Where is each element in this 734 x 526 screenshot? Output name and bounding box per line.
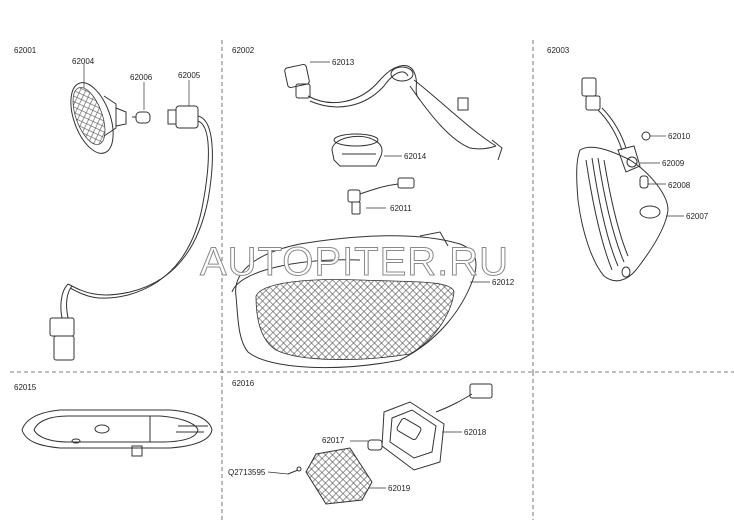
screw-Q2713595-drawing <box>267 466 302 475</box>
side-marker-lamp-drawing <box>70 82 127 154</box>
clip-62010-drawing <box>641 131 666 141</box>
part-label-62014: 62014 <box>404 152 427 161</box>
bulb-socket-62009-drawing <box>617 145 660 173</box>
part-label-62011: 62011 <box>390 204 412 213</box>
part-label-62004: 62004 <box>72 57 95 66</box>
section-label-62003: 62003 <box>547 46 570 55</box>
part-label-62013: 62013 <box>332 58 355 67</box>
watermark: AUTOPITER.RU <box>200 240 509 284</box>
part-label-62009: 62009 <box>662 159 685 168</box>
part-label-62017: 62017 <box>322 436 345 445</box>
part-label-62018: 62018 <box>464 428 487 437</box>
part-label-62006: 62006 <box>130 73 153 82</box>
section-dividers <box>10 40 734 520</box>
part-label-62012: 62012 <box>492 278 515 287</box>
section-label-62016: 62016 <box>232 379 255 388</box>
section-label-62015: 62015 <box>14 383 37 392</box>
part-label-62008: 62008 <box>668 181 691 190</box>
bulb-62006-drawing <box>132 111 151 124</box>
part-label-62007: 62007 <box>686 212 709 221</box>
bulb-62008-drawing <box>639 175 666 189</box>
section-label-62002: 62002 <box>232 46 255 55</box>
license-lamp-housing-62018-drawing <box>381 383 493 471</box>
wiring-harness-62013-drawing <box>284 61 503 161</box>
part-label-Q2713595: Q2713595 <box>228 468 266 477</box>
part-label-62019: 62019 <box>388 484 411 493</box>
section-label-62001: 62001 <box>14 46 37 55</box>
bulb-socket-62014-drawing <box>331 133 402 167</box>
corner-lamp-62007-drawing <box>576 146 684 282</box>
bulb-62011-drawing <box>347 177 415 215</box>
fog-lamp-62012-drawing <box>231 231 490 369</box>
bulb-62017-drawing <box>350 439 383 451</box>
part-label-62005: 62005 <box>178 71 201 80</box>
part-label-62010: 62010 <box>668 132 691 141</box>
corner-lamp-harness-drawing <box>581 77 627 151</box>
socket-harness-62005-drawing <box>49 105 213 361</box>
side-repeater-62015-drawing <box>21 409 213 457</box>
lens-62019-drawing <box>305 447 386 505</box>
